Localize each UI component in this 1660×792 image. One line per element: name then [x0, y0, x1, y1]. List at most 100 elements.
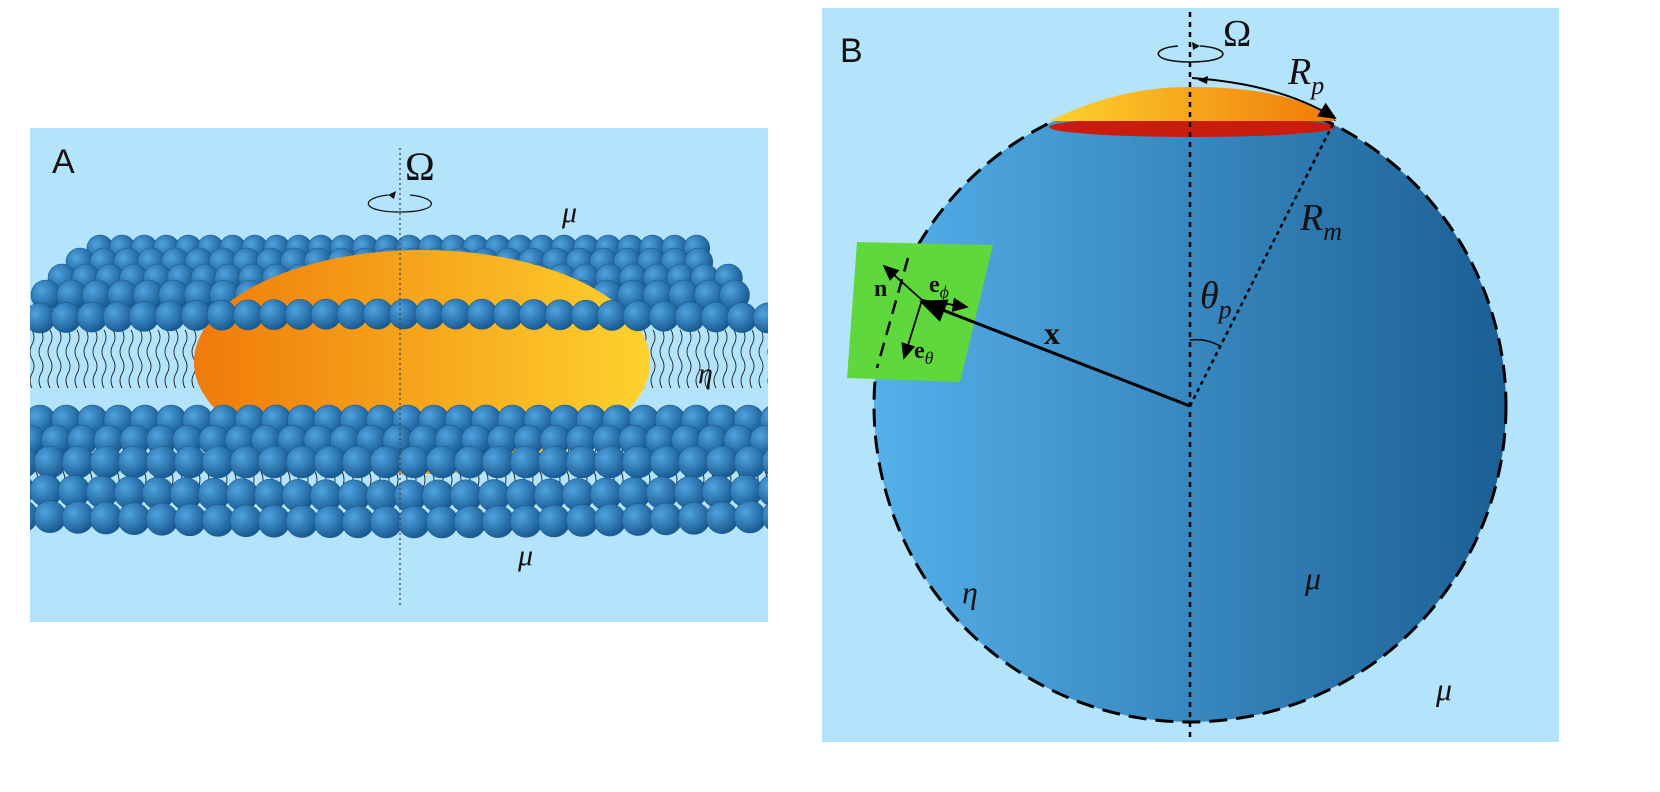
lipid-tail: [786, 330, 790, 388]
lipid-head: [154, 300, 186, 332]
rm-label: Rm: [1299, 197, 1342, 246]
cap-rim: [1049, 117, 1335, 137]
lipid-tail: [758, 329, 764, 389]
x-vector-label: x: [1044, 315, 1060, 351]
upper-leaflet-front-heads: [30, 298, 768, 334]
lipid-head: [565, 445, 599, 479]
lipid-head: [30, 302, 56, 334]
lipid-head: [145, 445, 179, 479]
lipid-tail: [16, 422, 20, 488]
lipid-head: [257, 504, 291, 538]
lipid-tail: [713, 329, 719, 389]
position-vector-x: [919, 299, 1191, 408]
mu-bottom-a: μ: [517, 539, 533, 572]
lipid-tail: [110, 329, 116, 389]
basis-vector-e-phi: [921, 297, 969, 312]
lipid-tail: [173, 329, 179, 389]
e-phi-label: eϕ: [929, 272, 949, 302]
lipid-head: [285, 445, 319, 479]
lipid-head: [229, 504, 263, 538]
lipid-tail: [767, 348, 768, 385]
e-theta-label: eθ: [914, 338, 934, 368]
lipid-head: [232, 299, 264, 331]
lipid-tail: [65, 329, 71, 389]
lipid-head: [33, 500, 67, 534]
normal-vector-n: [882, 264, 923, 301]
lipid-head: [492, 299, 524, 330]
lipid-tail: [164, 329, 170, 389]
lipid-head: [761, 503, 768, 530]
lipid-tail: [731, 329, 737, 389]
lipid-tail: [12, 330, 16, 388]
lipid-head: [752, 302, 768, 334]
lipid-head: [313, 445, 347, 479]
lipid-tail: [21, 330, 25, 388]
lipid-head: [397, 505, 431, 539]
n-vector-label: n: [874, 276, 887, 302]
panel-b: B Ω Rp Rm θp x n eϕ eθ η μ μ: [822, 8, 1559, 742]
lipid-tail: [25, 422, 29, 488]
lipid-head: [440, 298, 472, 330]
mu-inner-b: μ: [1304, 560, 1321, 596]
panel-a-label: A: [52, 143, 75, 181]
lipid-head: [565, 504, 599, 537]
lower-leaflet-heads: [30, 404, 768, 539]
lipid-tail: [83, 329, 89, 389]
lipid-head: [30, 478, 35, 501]
lipid-head: [30, 447, 39, 477]
lipid-tail: [650, 329, 656, 389]
lipid-tail: [137, 329, 143, 389]
eta-b: η: [962, 574, 978, 610]
lipid-head: [173, 445, 207, 479]
lipid-tail: [155, 329, 161, 389]
radius-rm-line: [1188, 119, 1337, 407]
rotation-arrowhead-b-icon: [1192, 42, 1200, 50]
lipid-head: [621, 503, 655, 536]
lipid-head: [201, 504, 235, 537]
lipid-tail: [128, 329, 134, 389]
lipid-head: [341, 505, 375, 539]
lipid-head: [206, 299, 238, 331]
theta-arc: [1189, 338, 1221, 347]
lipid-head: [509, 445, 543, 479]
lipid-tail: [781, 422, 785, 488]
rp-label: Rp: [1287, 51, 1324, 100]
lipid-head: [700, 301, 732, 333]
lipid-head: [173, 503, 207, 537]
lipid-tail: [749, 329, 755, 389]
lipid-tail: [790, 422, 794, 488]
lipid-head: [621, 445, 655, 479]
lipid-head: [596, 300, 628, 331]
lipid-tail: [686, 329, 692, 389]
lipid-tail: [30, 329, 35, 389]
lipid-head: [537, 445, 571, 479]
lipid-head: [258, 299, 290, 330]
lipid-tail: [677, 329, 683, 389]
omega-b: Ω: [1223, 13, 1251, 55]
lipid-head: [117, 445, 151, 479]
lipid-head: [341, 445, 375, 479]
lipid-head: [145, 502, 179, 536]
lipid-head: [284, 299, 316, 330]
lipid-head: [705, 501, 739, 534]
lipid-head: [33, 445, 67, 479]
lipid-tail: [38, 329, 44, 389]
lipid-tail: [119, 329, 125, 389]
lipid-head: [397, 445, 431, 479]
mu-top-a: μ: [561, 196, 577, 229]
lipid-head: [425, 445, 459, 479]
lipid-head: [89, 501, 123, 535]
lipid-head: [705, 445, 739, 479]
lipid-tail: [659, 329, 665, 389]
lipid-head: [117, 502, 151, 535]
lipid-head: [61, 445, 95, 479]
lipid-head: [414, 298, 446, 330]
lipid-head: [570, 299, 602, 331]
lipid-head: [481, 505, 515, 538]
lipid-tail: [740, 329, 746, 389]
lipid-head: [50, 302, 82, 333]
lipid-head: [89, 445, 123, 479]
lipid-head: [76, 301, 108, 333]
lipid-head: [761, 449, 768, 475]
